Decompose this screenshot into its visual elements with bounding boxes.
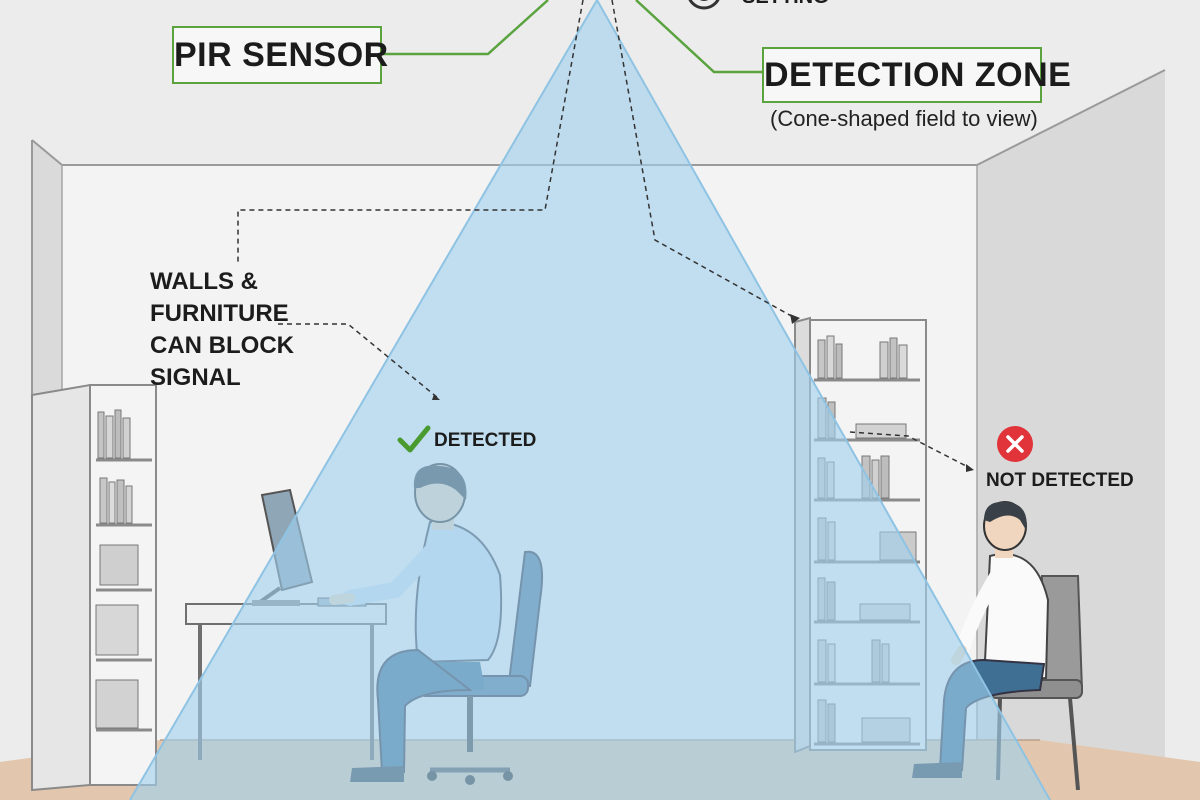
callout-leaders bbox=[380, 0, 762, 74]
cross-icon bbox=[997, 426, 1033, 462]
not-detected-label: NOT DETECTED bbox=[986, 470, 1134, 491]
left-bookshelf bbox=[31, 383, 157, 792]
setting-label: SETTING bbox=[742, 0, 829, 9]
setting-dial-icon bbox=[688, 0, 720, 10]
check-icon bbox=[397, 425, 431, 453]
pir-sensor-label: PIR SENSOR bbox=[172, 26, 388, 84]
walls-furniture-note: WALLS & FURNITURE CAN BLOCK SIGNAL bbox=[150, 268, 294, 391]
detection-cone bbox=[130, 0, 1050, 800]
dashed-leaders bbox=[237, 0, 971, 469]
detection-zone-note: (Cone-shaped field to view) bbox=[770, 106, 1038, 131]
not-detected-person bbox=[912, 501, 1084, 791]
detection-zone-label: DETECTION ZONE bbox=[762, 47, 1071, 103]
detected-label: DETECTED bbox=[434, 430, 537, 451]
